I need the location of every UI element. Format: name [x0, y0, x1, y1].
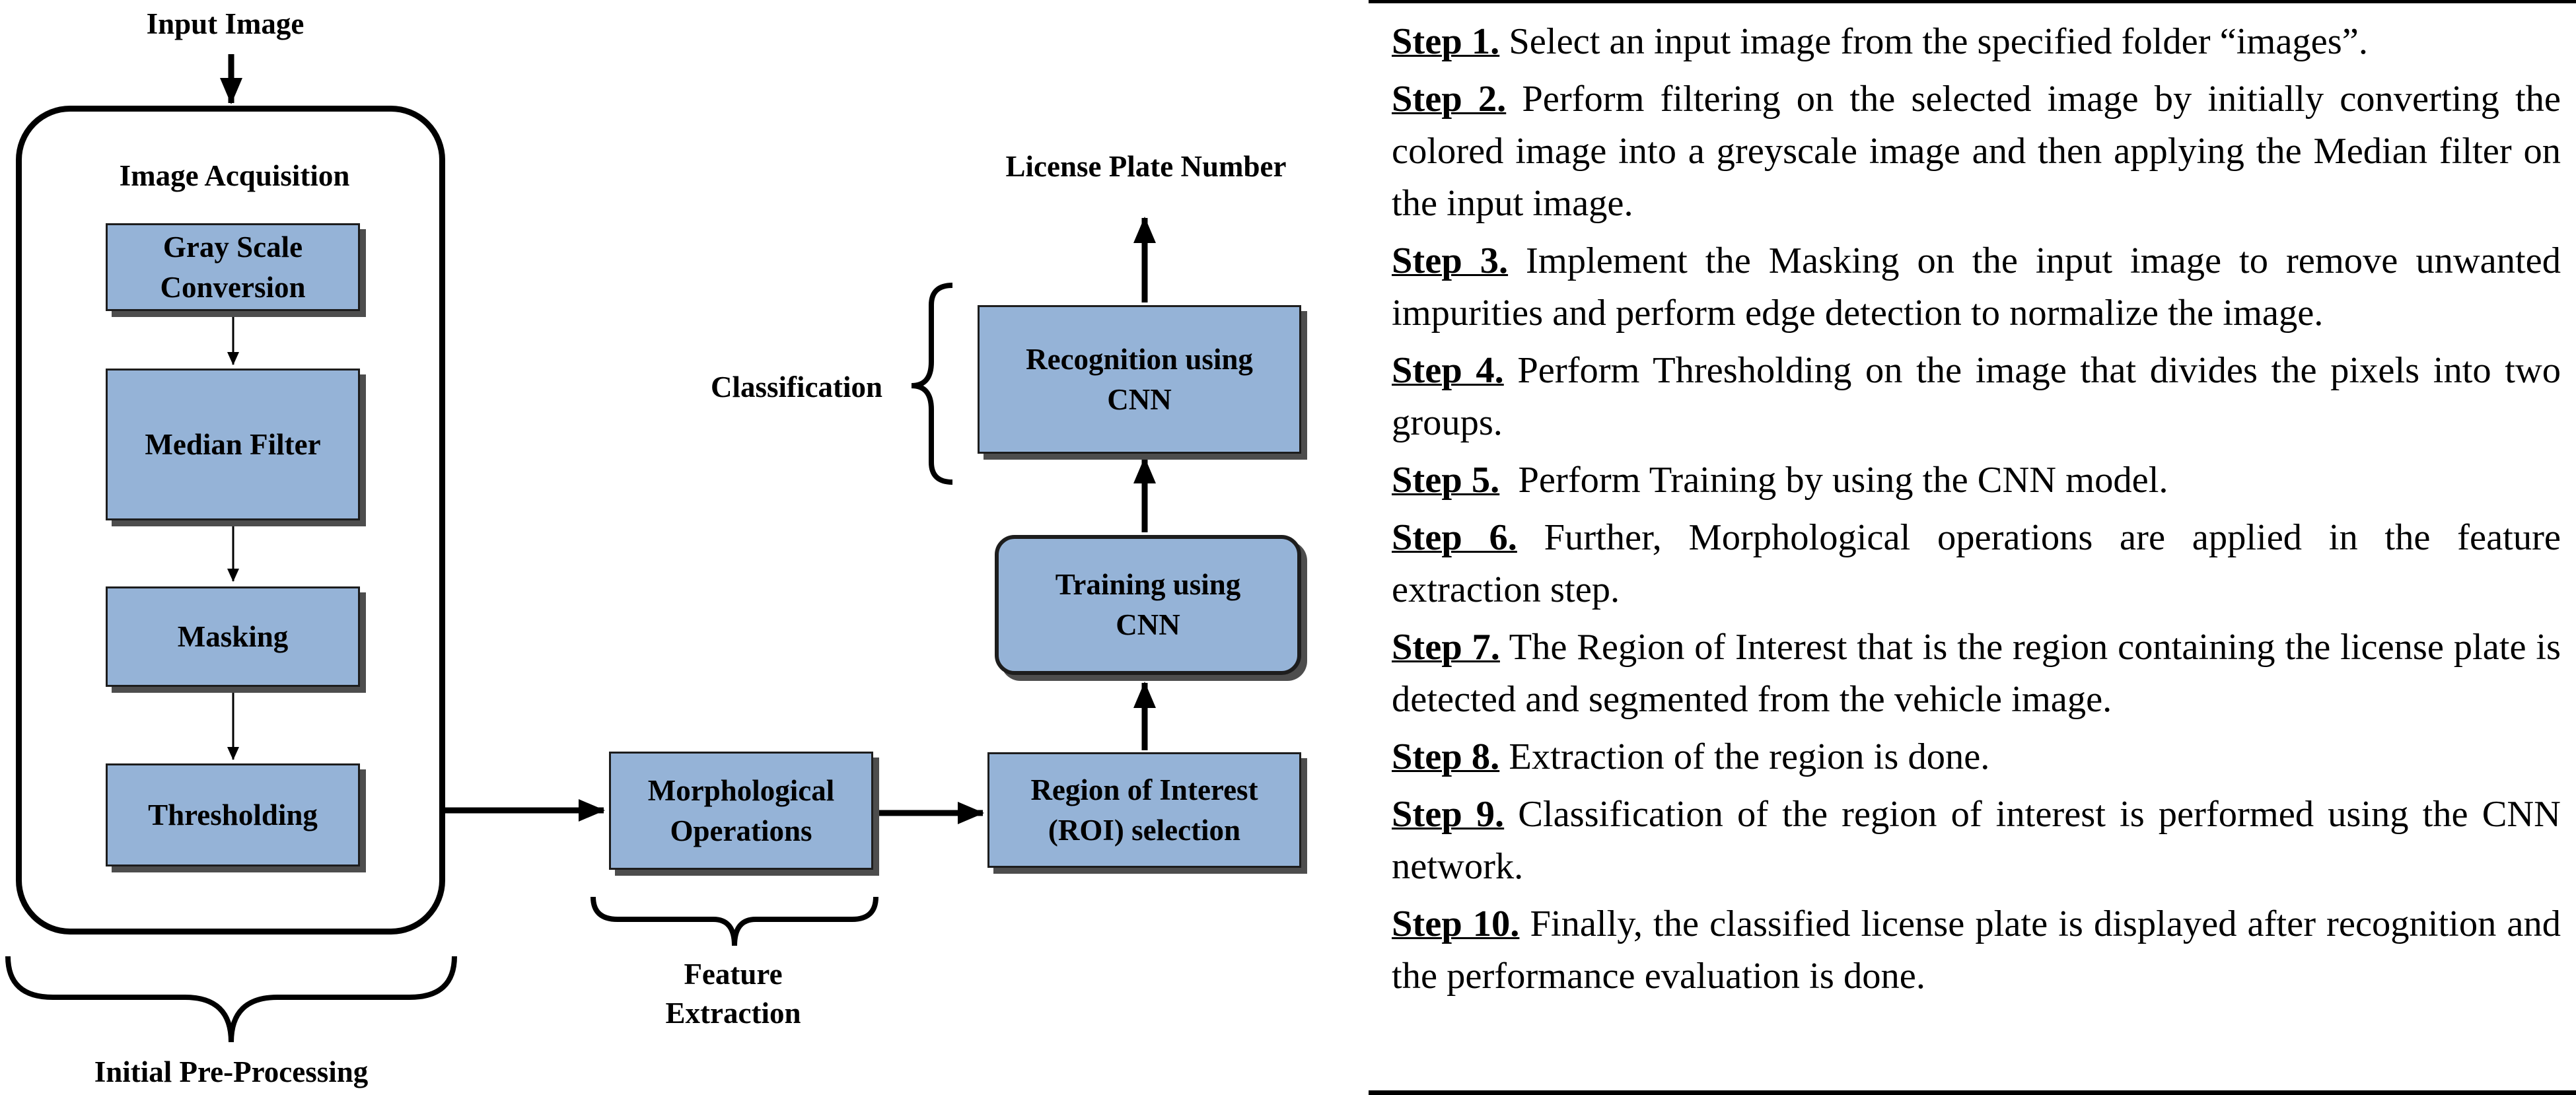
- step-7: Step 7. The Region of Interest that is t…: [1392, 621, 2561, 726]
- masking-box: Masking: [106, 586, 360, 687]
- step-10-label: Step 10.: [1392, 903, 1520, 944]
- step-9: Step 9. Classification of the region of …: [1392, 789, 2561, 893]
- license-plate-number-label: License Plate Number: [1005, 150, 1287, 183]
- steps-list: Step 1. Select an input image from the s…: [1369, 0, 2576, 1095]
- feature-extraction-label: Feature Extraction: [665, 958, 801, 1030]
- step-6-text: Further, Morphological operations are ap…: [1392, 517, 2561, 610]
- thresholding-box: Thresholding: [106, 763, 360, 866]
- step-7-label: Step 7.: [1392, 627, 1500, 668]
- brace-initial-preprocessing: [5, 956, 457, 1043]
- step-1-text: Select an input image from the specified…: [1499, 21, 2368, 62]
- flowchart: Input Image Image Acquisition Gray Scale…: [5, 7, 1301, 1088]
- step-2-text: Perform filtering on the selected image …: [1392, 79, 2561, 224]
- step-5: Step 5. Perform Training by using the CN…: [1392, 454, 2561, 507]
- gray-scale-conversion-box: Gray Scale Conversion: [106, 223, 360, 311]
- input-image-label: Input Image: [146, 7, 304, 40]
- step-1-label: Step 1.: [1392, 21, 1500, 62]
- step-10-text: Finally, the classified license plate is…: [1392, 903, 2561, 997]
- step-10: Step 10. Finally, the classified license…: [1392, 898, 2561, 1003]
- roi-selection-box: Region of Interest (ROI) selection: [987, 752, 1301, 868]
- morphological-operations-box: Morphological Operations: [609, 752, 873, 870]
- step-4: Step 4. Perform Thresholding on the imag…: [1392, 345, 2561, 449]
- image-acquisition-label: Image Acquisition: [119, 159, 350, 192]
- recognition-cnn-box: Recognition using CNN: [978, 305, 1301, 454]
- step-3: Step 3. Implement the Masking on the inp…: [1392, 235, 2561, 339]
- flow-connectors: [5, 54, 1156, 1043]
- classification-label: Classification: [710, 371, 882, 404]
- initial-preprocessing-label: Initial Pre-Processing: [94, 1055, 369, 1088]
- step-8-label: Step 8.: [1392, 736, 1500, 777]
- step-4-text: Perform Thresholding on the image that d…: [1392, 350, 2561, 443]
- median-filter-box: Median Filter: [106, 369, 360, 520]
- brace-classification: [911, 283, 953, 485]
- step-4-label: Step 4.: [1392, 350, 1504, 391]
- step-2-label: Step 2.: [1392, 79, 1507, 120]
- image-acquisition-frame: [16, 106, 445, 935]
- step-3-text: Implement the Masking on the input image…: [1392, 240, 2561, 334]
- step-1: Step 1. Select an input image from the s…: [1392, 16, 2561, 68]
- step-9-label: Step 9.: [1392, 794, 1505, 835]
- step-6: Step 6. Further, Morphological operation…: [1392, 512, 2561, 616]
- step-8-text: Extraction of the region is done.: [1499, 736, 1990, 777]
- step-5-label: Step 5.: [1392, 460, 1500, 501]
- step-3-label: Step 3.: [1392, 240, 1509, 281]
- step-7-text: The Region of Interest that is the regio…: [1392, 627, 2561, 720]
- training-cnn-box: Training using CNN: [995, 535, 1301, 675]
- step-2: Step 2. Perform filtering on the selecte…: [1392, 73, 2561, 230]
- brace-feature-extraction: [590, 896, 878, 946]
- step-6-label: Step 6.: [1392, 517, 1517, 558]
- step-9-text: Classification of the region of interest…: [1392, 794, 2561, 887]
- step-8: Step 8. Extraction of the region is done…: [1392, 731, 2561, 783]
- step-5-text: Perform Training by using the CNN model.: [1499, 460, 2168, 501]
